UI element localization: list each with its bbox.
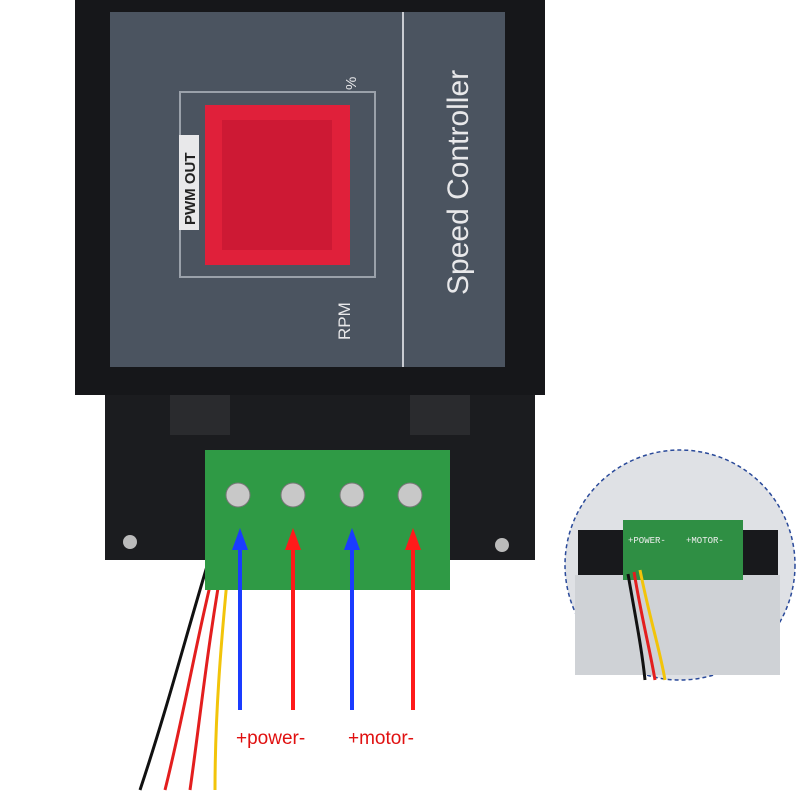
motor-terminal-label: +motor-: [348, 728, 414, 749]
inset-closeup: [564, 449, 796, 681]
inset-power-label: +POWER-: [628, 536, 666, 546]
panel-title: Speed Controller: [442, 70, 475, 295]
percent-label: %: [343, 77, 360, 90]
terminal-block: [205, 450, 450, 590]
screw-icon: [123, 535, 137, 549]
pwm-out-label: PWM OUT: [182, 153, 199, 226]
power-terminal-label: +power-: [236, 728, 306, 749]
terminal-screws: [225, 482, 423, 508]
wiring-arrows: [232, 528, 421, 710]
screw-icon: [495, 538, 509, 552]
rpm-label: RPM: [335, 302, 354, 340]
inset-motor-label: +MOTOR-: [686, 536, 724, 546]
